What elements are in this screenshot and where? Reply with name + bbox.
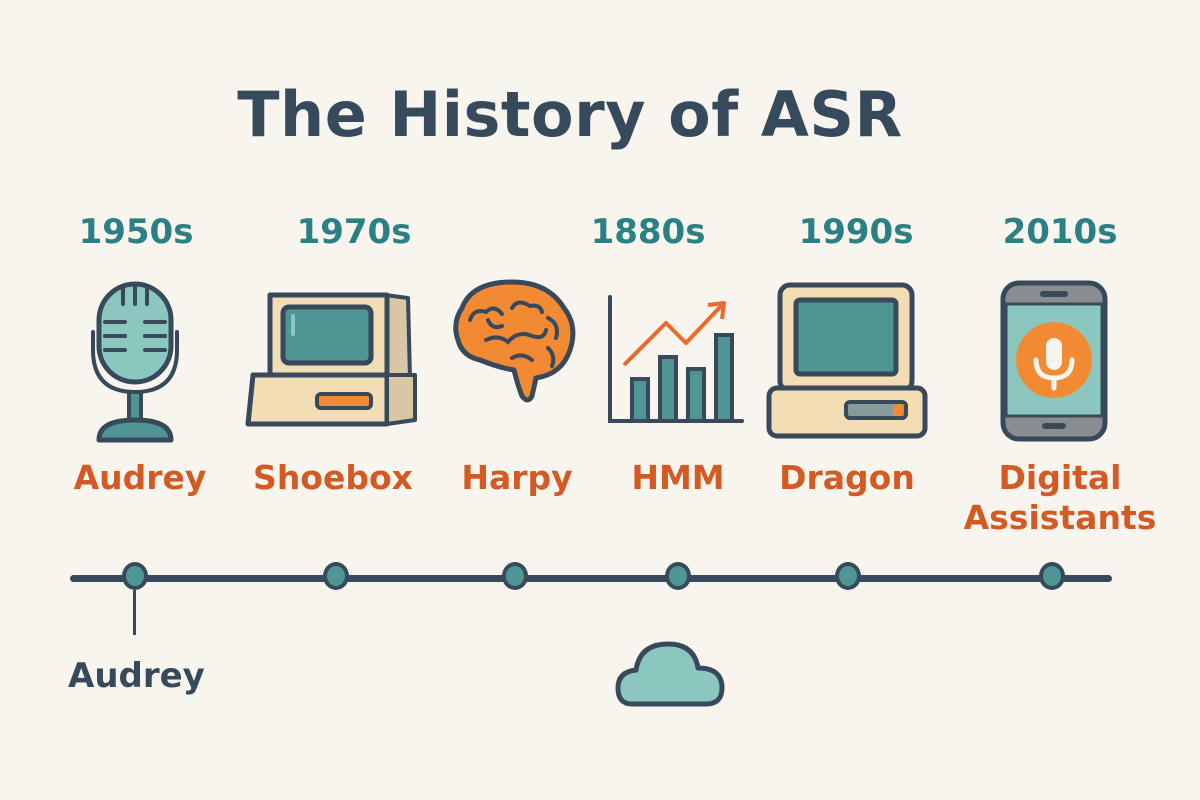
timeline-node-1990s	[835, 562, 861, 590]
era-label-1880s: 1880s	[590, 212, 706, 252]
timeline-line	[70, 575, 1112, 582]
timeline-node-1880s	[665, 562, 691, 590]
smartphone-mic-icon	[1000, 280, 1108, 442]
microphone-icon	[91, 281, 179, 443]
milestone-name-shoebox: Shoebox	[253, 458, 413, 497]
cloud-icon	[615, 641, 725, 707]
milestone-name-audrey: Audrey	[73, 458, 207, 497]
era-label-2010s: 2010s	[1002, 212, 1118, 252]
era-label-1950s: 1950s	[78, 212, 194, 252]
milestone-name-line2: Assistants	[963, 498, 1157, 537]
timeline-callout-label: Audrey	[68, 656, 205, 696]
milestone-name-dragon: Dragon	[779, 458, 915, 497]
timeline-node-1950s	[122, 562, 148, 590]
timeline-node-1970s	[323, 562, 349, 590]
desktop-computer-icon	[766, 282, 928, 439]
milestone-name-line1: Digital	[998, 458, 1122, 497]
vintage-computer-icon	[245, 292, 417, 427]
era-label-1970s: 1970s	[296, 212, 412, 252]
milestone-name-hmm: HMM	[631, 458, 725, 497]
milestone-name-harpy: Harpy	[461, 458, 573, 497]
timeline-callout-tick	[133, 590, 136, 635]
era-label-1990s: 1990s	[798, 212, 914, 252]
timeline-node-harpy	[502, 562, 528, 590]
milestone-name-digital-assistants: Digital Assistants	[950, 458, 1170, 538]
page-title: The History of ASR	[237, 78, 903, 151]
brain-icon	[453, 279, 576, 403]
timeline-node-2010s	[1039, 562, 1065, 590]
bar-chart-trend-icon	[608, 295, 744, 423]
